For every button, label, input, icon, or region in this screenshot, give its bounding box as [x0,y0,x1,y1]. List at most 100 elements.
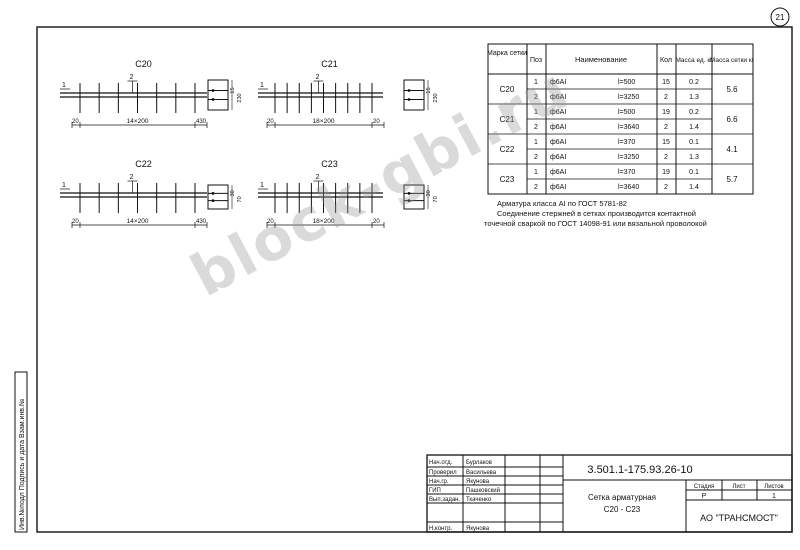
dim-right: 430 [196,219,207,225]
section-dim-a: 30 [230,190,236,196]
section-box [207,184,229,210]
side-stamp: Инв.№подл Подпись и дата Взам.инв.№ [19,399,26,530]
note-line-1: Арматура класса АI по ГОСТ 5781-82 [497,199,627,208]
cell-name: ф6АI [550,94,566,101]
dim-left: 20 [267,219,274,225]
section-dim-b: 230 [433,93,439,102]
mesh-name: C20 [135,59,152,69]
dim-left: 20 [72,119,79,125]
pos2-label: 2 [316,74,320,81]
cell-mark: C20 [500,85,515,94]
cell-mark: C22 [500,145,515,154]
cell-qty: 15 [662,79,670,86]
cell-name: ф6АI [550,79,566,86]
note-line-3: точечной сваркой по ГОСТ 14098-91 или вя… [484,219,707,228]
cell-length: l=3250 [618,154,639,161]
sheets-value: 1 [772,493,776,500]
cell-name: ф6АI [550,184,566,191]
signer-name: Ткаченко [466,497,492,503]
signer-role: Нач.отд. [429,460,453,466]
section-dim-b: 230 [237,93,243,102]
cell-qty: 15 [662,139,670,146]
th-total: Масса сетки кг [710,57,755,64]
cell-length: l=3250 [618,94,639,101]
signer-role: Проверил [429,470,457,476]
th-mark: Марка сетки [487,50,527,57]
cell-pos: 1 [534,79,538,86]
section-box [403,184,425,210]
cell-qty: 2 [664,94,668,101]
th-name: Наименование [575,55,627,64]
spec-table: Марка сетки Поз Наименование Кол Масса е… [487,43,755,195]
cell-total: 5.7 [726,175,738,184]
cell-pos: 2 [534,154,538,161]
cell-qty: 19 [662,169,670,176]
pos1-label: 1 [260,182,264,189]
cell-mass: 0.1 [689,169,699,176]
cell-qty: 2 [664,184,668,191]
note-line-2: Соединение стержней в сетках производитс… [497,209,696,218]
cell-pos: 2 [534,124,538,131]
mesh-name: C22 [135,159,152,169]
side-stamp-box [14,371,28,533]
cell-name: ф6АI [550,169,566,176]
th-pos: Поз [530,57,542,64]
signer-role: Н.контр. [429,526,452,532]
cell-name: ф6АI [550,124,566,131]
pos2-label: 2 [130,174,134,181]
cell-name: ф6АI [550,109,566,116]
cell-qty: 19 [662,109,670,116]
cell-pos: 2 [534,184,538,191]
signer-name: Якунова [466,479,490,485]
mesh-name: C21 [321,59,338,69]
cell-pos: 1 [534,139,538,146]
th-mass: Масса ед. кг [675,57,713,64]
dim-left: 20 [72,219,79,225]
section-box [207,79,229,111]
cell-length: l=500 [618,109,635,116]
stage-value: Р [702,493,707,500]
sheet-number-circle [770,7,790,27]
cell-length: l=500 [618,79,635,86]
pos1-label: 1 [260,82,264,89]
pos2-label: 2 [130,74,134,81]
organization: АО "ТРАНСМОСТ" [700,513,778,523]
dim-right: 430 [196,119,207,125]
title-line-2: С20 - С23 [604,505,641,514]
cell-total: 6.6 [726,115,738,124]
section-dim-b: 70 [237,196,243,202]
signer-role: ГИП [429,488,441,494]
sheets-label: Листов [764,484,784,490]
title-block [426,454,793,533]
notes: Арматура класса АI по ГОСТ 5781-82 Соеди… [484,199,707,228]
pos2-label: 2 [316,174,320,181]
dim-spans: 18×200 [313,118,335,125]
cell-length: l=3640 [618,184,639,191]
th-qty: Кол [660,57,672,64]
cell-length: l=370 [618,139,635,146]
cell-name: ф6АI [550,139,566,146]
dim-spans: 14×200 [127,118,149,125]
signer-row: Нач.отд.Бурлаков [429,460,492,466]
cell-length: l=3640 [618,124,639,131]
cell-mark: C21 [500,115,515,124]
stage-label: Стадия [694,484,714,490]
section-dim-a: 15 [426,87,432,93]
sheet-frame [36,26,793,533]
section-dim-a: 15 [230,87,236,93]
pos1-label: 1 [62,182,66,189]
signer-name: Якунова [466,526,490,532]
signer-name: Васильева [466,470,497,476]
signer-row: Вып.задан.Ткаченко [429,497,492,503]
